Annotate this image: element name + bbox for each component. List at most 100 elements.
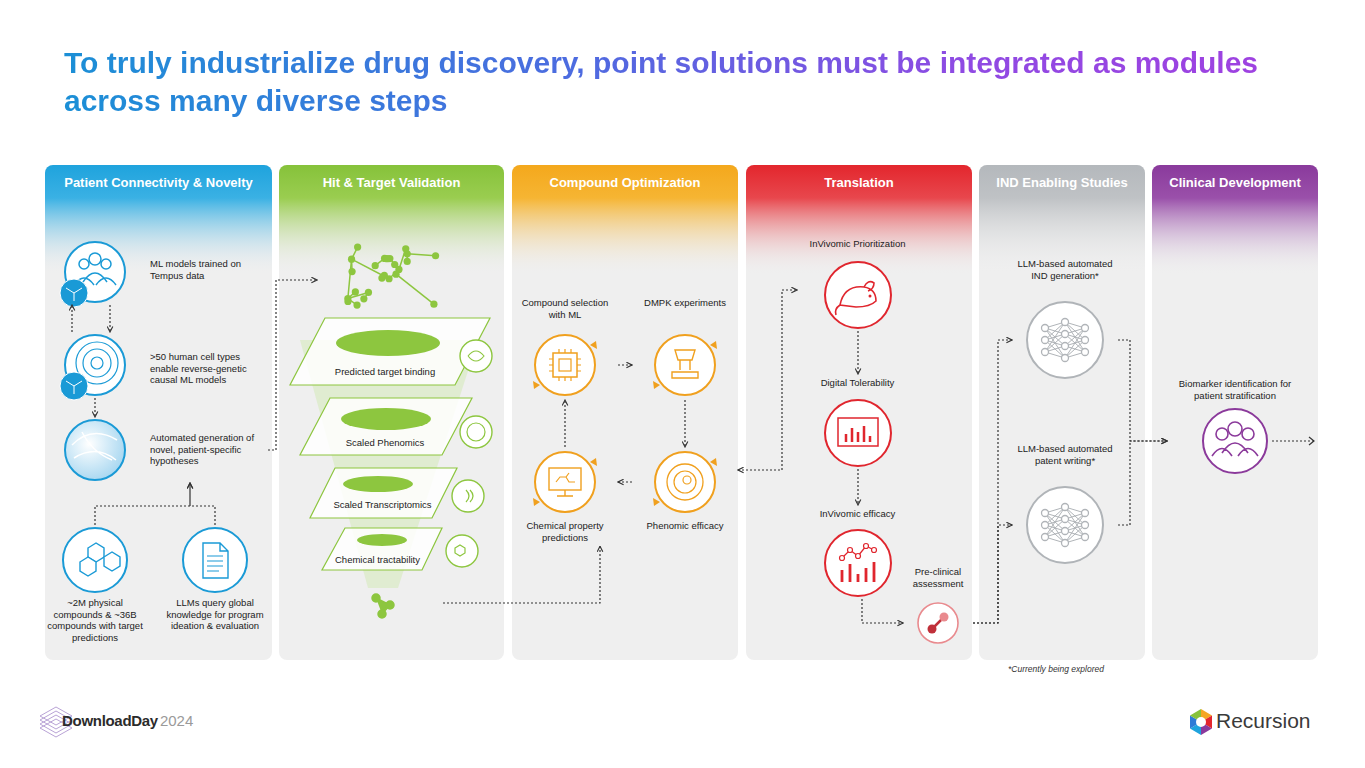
flow-connector [1118,340,1167,441]
molecule-cluster [344,244,439,309]
molecule-cluster [353,302,360,309]
funnel [455,351,485,556]
neural-net-glyph [1082,510,1089,517]
optimization-icons [533,341,717,506]
optimization-icons [557,490,573,496]
molecule-cluster [432,252,439,259]
patient-icons [89,253,101,265]
stage-heading: Patient Connectivity & Novelty [45,175,272,190]
neural-net-glyph [1062,319,1069,326]
ind-icons [1027,302,1103,378]
panel-backgrounds [512,165,738,660]
flow-connector [1118,441,1167,525]
neural-net-glyph [1082,349,1089,356]
recursion-logo [1190,709,1212,735]
translation-icons [872,548,877,553]
molecule-cluster [404,250,411,257]
patient-icons [63,242,247,592]
step-label: Automated generation of novel, patient-s… [150,432,265,467]
panel-backgrounds [979,165,1145,660]
stage-heading: Clinical Development [1152,175,1318,190]
step-node: InVivomic efficacy [807,505,908,599]
flow-connector [94,398,95,417]
optimization-icons [549,468,581,490]
stage-panel: Clinical DevelopmentBiomarker identifica… [1152,165,1318,660]
optimization-icons [674,471,696,493]
flow-connector [618,481,632,482]
neural-net-glyph [1082,337,1089,344]
step-label: Digital Tolerability [800,377,915,389]
flow-connector [443,546,600,603]
clinical-icon [1212,443,1258,456]
translation-icons [842,546,874,558]
step-label: InVivomic Prioritization [800,238,915,250]
flow-connector [973,340,1012,623]
panel-backgrounds [746,165,972,660]
translation-icons [869,295,872,298]
step-label: LLM-based automated patent writing* [1015,443,1115,466]
panel-backgrounds [1152,165,1318,660]
translation-icons [825,400,891,466]
molecule-cluster [404,258,411,265]
clinical-icon [1203,409,1267,473]
translation-icons [825,262,891,328]
network-badges [66,288,82,394]
molecule-cluster [407,254,435,256]
translation-icons [918,603,958,643]
step-node: LLMs query global knowledge for program … [157,525,273,635]
funnel [310,468,457,518]
translation-icons [928,625,937,634]
translation-icons [864,544,869,549]
molecule-cluster [396,274,434,304]
translation-icons [825,530,891,596]
step-node: Chemical property predictions [512,447,618,546]
translation-icons [838,418,878,446]
step-label: Phenomic efficacy [635,520,735,532]
neural-net-glyph [1062,331,1069,338]
step-label: ML models trained on Tempus data [150,258,265,281]
step-node: ML models trained on Tempus data [62,239,268,305]
neural-net-glyph [1042,325,1049,332]
molecule-cluster [354,244,361,251]
translation-icons [940,613,949,622]
neural-net-glyph [1062,516,1069,523]
step-label: Scaled Phenomics [320,437,450,449]
patient-icons [183,528,247,592]
neural-net-glyph [1042,534,1049,541]
funnel [343,476,413,492]
clinical-icon [1242,428,1254,440]
company-logo-text: Recursion [1216,709,1311,733]
funnel [446,535,478,567]
translation-icons [836,282,877,315]
step-node: DMPK experiments [632,294,738,400]
step-label: LLMs query global knowledge for program … [160,597,270,632]
outgoing-arrow [1272,440,1314,441]
molecule-cluster [430,301,437,308]
molecule-cluster [344,298,351,305]
optimization-icons [655,335,715,395]
stage-panel: Patient Connectivity & Novelty ML models … [45,165,272,660]
flow-connector [71,305,72,332]
stage-panel: Compound OptimizationCompound selection … [512,165,738,660]
translation-icons [846,426,870,442]
ind-icons [1027,302,1103,563]
funnel [460,416,492,448]
neural-net-glyph [1082,522,1089,529]
event-year: 2024 [160,712,193,729]
funnel [357,534,407,546]
step-node: Scaled Transcriptomics [312,496,453,514]
patient-icons [72,432,117,460]
step-node: Automated generation of novel, patient-s… [62,417,268,483]
step-label: Scaled Transcriptomics [315,499,450,511]
molecule-cluster [348,259,352,298]
patient-icons [80,557,96,576]
panel-backgrounds [512,165,738,275]
step-label: ~2M physical compounds & ~36B compounds … [45,597,145,643]
optimization-icons [683,476,691,484]
clinical-icon [1216,428,1228,440]
molecule-cluster [372,262,379,269]
flow-connector [95,483,190,525]
flow-connector [973,525,1012,623]
patient-icons [101,259,111,269]
